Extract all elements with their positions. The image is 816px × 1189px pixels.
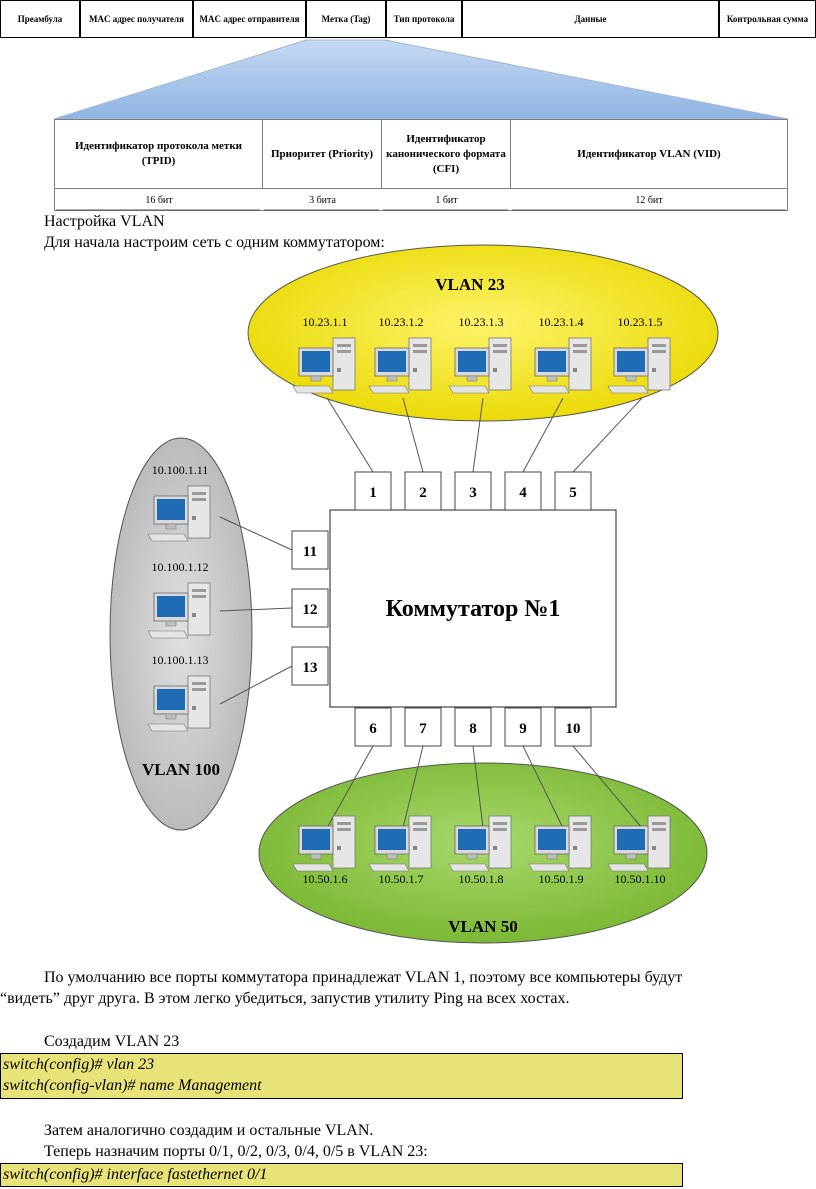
switch-label: Коммутатор №1	[386, 596, 561, 622]
link-cable	[572, 745, 643, 829]
pc-vlan100-3-ip: 10.100.1.13	[152, 653, 209, 667]
port-8-label: 8	[469, 721, 477, 737]
link-cable	[402, 745, 424, 829]
port-10	[554, 707, 592, 747]
pc-vlan23-2-ip: 10.23.1.2	[379, 315, 424, 329]
port-6-label: 6	[369, 721, 377, 737]
paragraph-3: Теперь назначим порты 0/1, 0/2, 0/3, 0/4…	[44, 1143, 428, 1160]
port-4	[504, 471, 542, 511]
port-6	[354, 707, 392, 747]
frame-field-preamble: Преамбула	[0, 0, 80, 38]
port-12-label: 12	[303, 602, 318, 618]
port-2-label: 2	[419, 485, 427, 501]
link-cable	[326, 397, 374, 473]
port-3	[454, 471, 492, 511]
tag-bits-tpid: 16 бит	[55, 188, 263, 211]
pc-vlan23-1-ip: 10.23.1.1	[303, 315, 348, 329]
frame-field-src-mac: MAC адрес отправителя	[193, 0, 306, 38]
link-cable	[522, 397, 564, 473]
intro-text: Для начала настроим сеть с одним коммута…	[44, 234, 385, 251]
link-cable	[522, 745, 564, 829]
port-2	[404, 471, 442, 511]
vlan23-zone	[247, 244, 719, 422]
link-cable	[219, 665, 293, 705]
frame-field-tag: Метка (Tag)	[306, 0, 386, 38]
port-9	[504, 707, 542, 747]
pc-vlan50-3-ip: 10.50.1.8	[459, 872, 504, 886]
pc-vlan23-4-ip: 10.23.1.4	[539, 315, 584, 329]
ethernet-frame-bar: Преамбула MAC адрес получателя MAC адрес…	[0, 0, 816, 40]
link-cable	[472, 745, 484, 829]
port-13-label: 13	[303, 660, 318, 676]
frame-field-dst-mac: MAC адрес получателя	[80, 0, 193, 38]
pc-vlan100-2-ip: 10.100.1.12	[152, 560, 209, 574]
frame-field-ethertype: Тип протокола	[386, 0, 462, 38]
pc-vlan23-5-ip: 10.23.1.5	[618, 315, 663, 329]
code-line: switch(config)# interface fastethernet 0…	[3, 1166, 268, 1183]
pc-vlan100-1-ip: 10.100.1.11	[152, 463, 209, 477]
vlan50-label: VLAN 50	[448, 917, 517, 936]
bit-width-arrows	[56, 209, 786, 211]
pc-vlan50-4-ip: 10.50.1.9	[539, 872, 584, 886]
paragraph-line-1: По умолчанию все порты коммутатора прина…	[44, 969, 683, 986]
port-4-label: 4	[519, 485, 527, 501]
link-cable	[326, 745, 374, 829]
port-13	[291, 646, 329, 686]
section-heading: Настройка VLAN	[44, 213, 165, 230]
port-7-label: 7	[419, 721, 427, 737]
code-line: switch(config)# vlan 23	[3, 1056, 155, 1073]
pc-vlan23-3-ip: 10.23.1.3	[459, 315, 504, 329]
port-7	[404, 707, 442, 747]
pc-vlan50-1-ip: 10.50.1.6	[303, 872, 348, 886]
switch-body	[329, 509, 617, 708]
code-line: switch(config-vlan)# name Management	[3, 1077, 262, 1094]
port-9-label: 9	[519, 721, 527, 737]
link-cable	[572, 397, 643, 473]
port-10-label: 10	[566, 721, 581, 737]
port-8	[454, 707, 492, 747]
tag-field-tpid: Идентификатор протокола метки (TPID)	[55, 120, 263, 188]
port-5	[554, 471, 592, 511]
tag-field-cfi: Идентификатор канонического формата (CFI…	[382, 120, 511, 188]
tag-field-priority: Приоритет (Priority)	[263, 120, 382, 188]
tag-bits-vid: 12 бит	[511, 188, 787, 211]
link-cable	[472, 397, 484, 473]
port-5-label: 5	[569, 485, 577, 501]
create-vlan-title: Создадим VLAN 23	[44, 1033, 180, 1050]
port-11-label: 11	[303, 544, 317, 560]
vlan100-label: VLAN 100	[142, 760, 220, 779]
tag-field-vid: Идентификатор VLAN (VID)	[577, 147, 721, 160]
frame-field-data: Данные	[462, 0, 719, 38]
paragraph-line-2: “видеть” друг друга. В этом легко убедит…	[0, 990, 570, 1007]
vlan23-label: VLAN 23	[435, 275, 504, 294]
port-3-label: 3	[469, 485, 477, 501]
pc-vlan50-5-ip: 10.50.1.10	[615, 872, 666, 886]
tag-bits-cfi: 1 бит	[382, 188, 511, 211]
port-11	[291, 530, 329, 570]
paragraph-2: Затем аналогично создадим и остальные VL…	[44, 1122, 374, 1139]
code-block-1: switch(config)# vlan 23 switch(config-vl…	[0, 1053, 683, 1099]
tag-bits-priority: 3 бита	[263, 188, 382, 211]
code-block-2: switch(config)# interface fastethernet 0…	[0, 1163, 683, 1187]
port-12	[291, 588, 329, 628]
pc-vlan50-2-ip: 10.50.1.7	[379, 872, 424, 886]
port-1	[354, 471, 392, 511]
link-cable	[219, 516, 293, 551]
link-cable	[402, 397, 424, 473]
link-cable	[219, 607, 293, 612]
port-1-label: 1	[369, 485, 377, 501]
tag-expansion-shape	[53, 39, 789, 120]
